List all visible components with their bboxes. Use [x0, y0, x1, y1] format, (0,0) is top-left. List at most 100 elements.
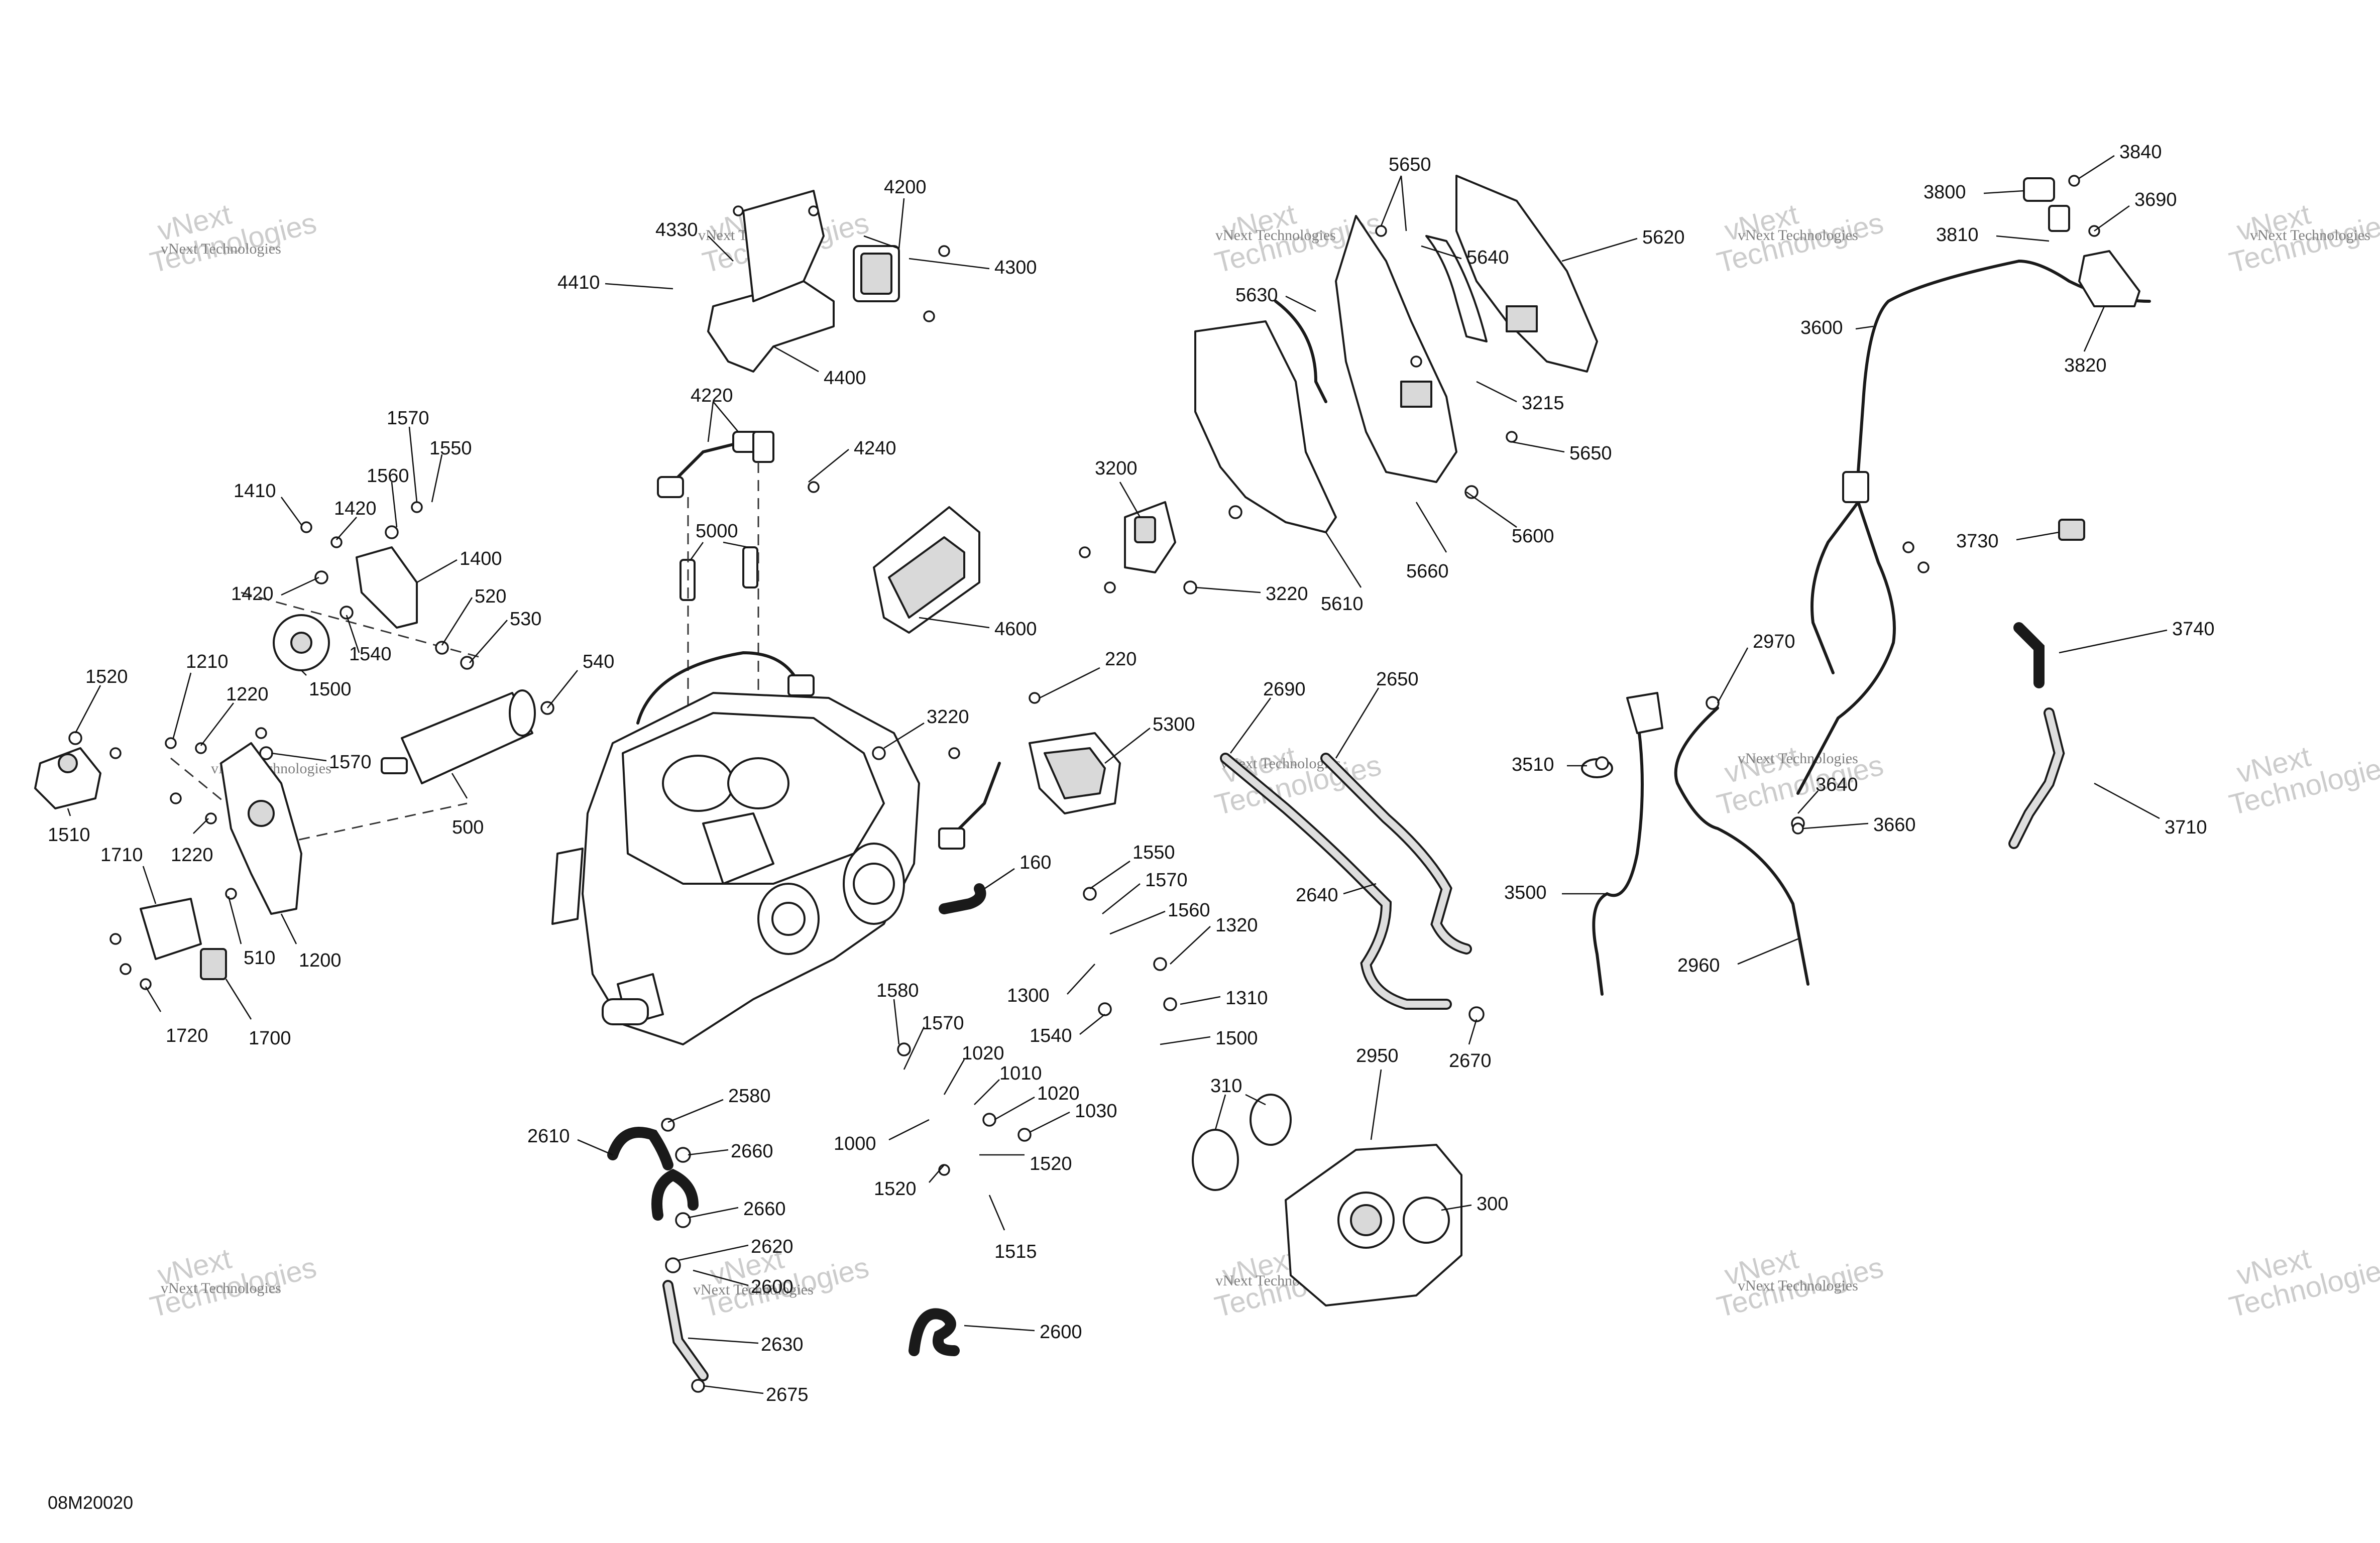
callout-label: 1010 — [999, 1063, 1042, 1084]
callout: 1720 — [145, 986, 208, 1046]
callout-label: 5630 — [1235, 285, 1278, 306]
callout: 1310 — [1180, 988, 1268, 1009]
callout: 1710 — [100, 845, 157, 904]
callout-label: 1520 — [85, 666, 128, 687]
callout-label: 1500 — [309, 679, 352, 700]
callout-label: 3810 — [1936, 224, 1979, 246]
watermark-small: vNext Technologies — [161, 241, 281, 257]
callout-label: 2630 — [761, 1334, 804, 1355]
watermark-small: vNext Technologies — [693, 1281, 814, 1298]
callout: 310 — [1210, 1076, 1266, 1130]
callout-label: 1300 — [1007, 985, 1050, 1006]
callout: 3600 — [1800, 317, 1874, 338]
callout-label: 1550 — [429, 438, 472, 459]
callout-label: 1510 — [48, 824, 90, 846]
callout-label: 4400 — [824, 368, 866, 389]
callout-label: 2690 — [1263, 679, 1306, 700]
callout-label: 4600 — [994, 619, 1037, 640]
callout-label: 220 — [1105, 649, 1137, 670]
callout-label: 2970 — [1753, 631, 1795, 652]
callout-label: 1560 — [367, 465, 409, 487]
callout: 1410 — [234, 481, 302, 525]
callout-label: 2650 — [1376, 669, 1419, 690]
callout: 3500 — [1504, 882, 1607, 903]
breather-hose-part — [2008, 622, 2065, 849]
callout: 1520 — [874, 1164, 945, 1200]
callout: 3840 — [2079, 142, 2162, 179]
callout-label: 1420 — [334, 498, 377, 519]
callout-label: 5650 — [1389, 154, 1431, 175]
callout: 5640 — [1421, 245, 1509, 268]
callout: 160 — [984, 852, 1051, 890]
spark-plug-part — [679, 546, 758, 601]
callout-label: 1500 — [1215, 1028, 1258, 1049]
engine-block-part — [551, 651, 920, 1045]
callout: 2620 — [677, 1236, 794, 1261]
callout-label: 1000 — [834, 1133, 876, 1154]
callout-label: 5300 — [1153, 714, 1195, 735]
callout: 3820 — [2064, 306, 2107, 376]
callout-label: 1520 — [1030, 1153, 1072, 1174]
callout-label: 2600 — [751, 1276, 794, 1297]
callout: 2650 — [1335, 669, 1419, 759]
callout: 2690 — [1229, 679, 1306, 754]
callout: 1560 — [1109, 900, 1210, 935]
callout-label: 3200 — [1095, 458, 1138, 479]
callout: 1010 — [974, 1063, 1042, 1105]
bracket-part — [140, 898, 227, 980]
callout-label: 2675 — [766, 1384, 809, 1405]
callout-label: 3500 — [1504, 882, 1547, 903]
callout: 1540 — [346, 615, 392, 665]
callout-label: 4240 — [854, 438, 896, 459]
callout-label: 1570 — [1145, 870, 1188, 891]
callout: 1510 — [48, 808, 90, 846]
callout-label: 5660 — [1406, 561, 1449, 582]
callout-label: 4200 — [884, 177, 927, 198]
callout-label: 3690 — [2134, 189, 2177, 210]
callout: 3200 — [1095, 458, 1141, 518]
heat-shield-part — [1194, 175, 1598, 533]
callout: 5650 — [1511, 441, 1612, 464]
callout-label: 1400 — [460, 548, 502, 569]
callout: 4330 — [655, 219, 734, 262]
coolant-hose-part — [1220, 753, 1472, 1010]
callout: 300 — [1441, 1194, 1508, 1215]
callout-label: 1310 — [1225, 988, 1268, 1009]
callout-label: 5650 — [1569, 443, 1612, 464]
callout-label: 1020 — [1037, 1083, 1080, 1104]
watermark-small: vNext Technologies — [1738, 1277, 1858, 1294]
callout-label: 500 — [452, 817, 484, 838]
callout: 1200 — [280, 913, 342, 971]
rubber-mount-part — [34, 747, 101, 809]
callout-label: 1540 — [349, 644, 392, 665]
callout: 1550 — [1089, 842, 1175, 890]
callout: 220 — [1039, 649, 1137, 699]
coil-bracket-part — [707, 190, 900, 373]
callout-label: 4330 — [655, 219, 698, 241]
callout-label: 2670 — [1449, 1050, 1492, 1072]
callout: 4220 — [691, 385, 739, 442]
callout: 2600 — [693, 1269, 794, 1297]
callout: 5660 — [1406, 502, 1449, 582]
spark-lead-part — [657, 431, 774, 498]
fastener-set — [68, 175, 2100, 1393]
callout: 520 — [441, 586, 506, 646]
callout-label: 2660 — [731, 1141, 773, 1162]
callout-label: 1520 — [874, 1178, 917, 1200]
callout-label: 540 — [583, 651, 614, 672]
callout: 5630 — [1235, 285, 1316, 312]
callout: 1030 — [1029, 1101, 1117, 1133]
watermark-small: vNext Technologies — [161, 1280, 281, 1296]
callout-label: 3840 — [2119, 142, 2162, 163]
callout: 3220 — [883, 706, 969, 749]
watermark-small: vNext Technologies — [2250, 227, 2370, 244]
callout-label: 4410 — [557, 272, 600, 293]
callout: 4600 — [919, 617, 1037, 640]
callout-label: 1580 — [876, 980, 919, 1001]
callout: 1420 — [334, 498, 377, 540]
callout-label: 3600 — [1800, 317, 1843, 338]
callout-label: 1570 — [329, 752, 372, 773]
callout-label: 1210 — [186, 651, 229, 672]
callout-layer: 4200 4330 4300 4410 4400 5650 5640 5620 … — [48, 142, 2215, 1405]
callout: 3220 — [1195, 583, 1308, 605]
